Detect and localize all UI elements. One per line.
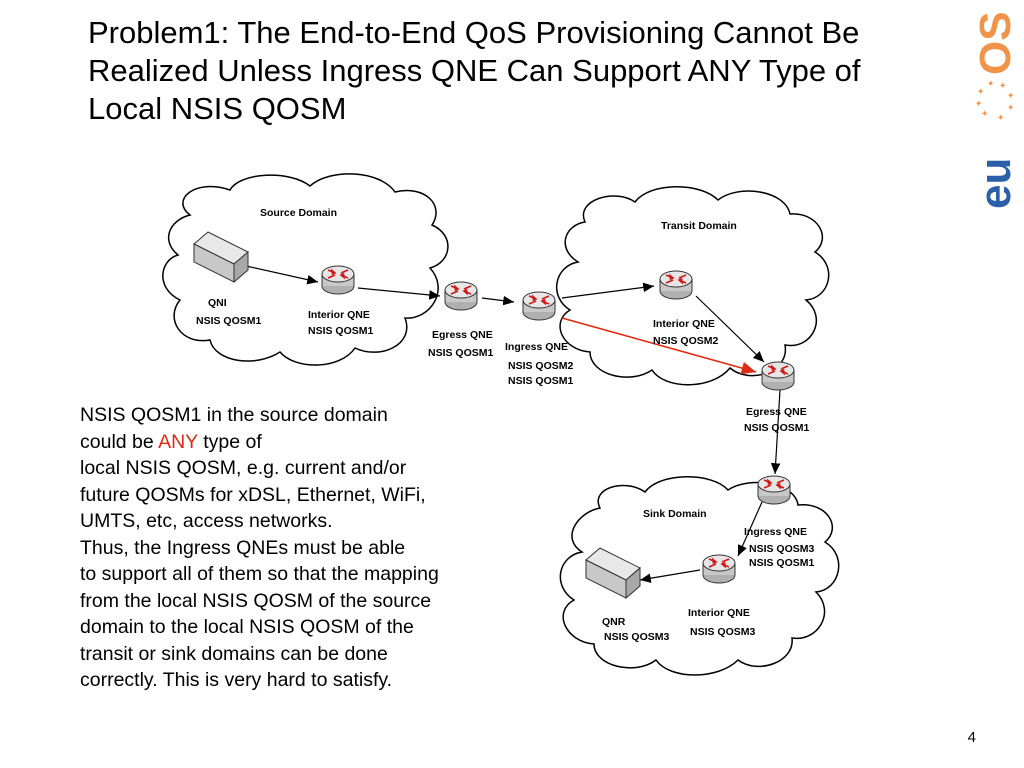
- transit-interior-label: Interior QNE: [653, 318, 715, 330]
- qnr-qosm: NSIS QOSM3: [604, 631, 670, 643]
- explanation-line: from the local NSIS QOSM of the source: [80, 589, 432, 612]
- transit-ingress-qosm-a: NSIS QOSM2: [508, 360, 574, 372]
- svg-text:✦: ✦: [987, 79, 997, 87]
- link-sink-interior-qnr: [639, 569, 701, 583]
- explanation-line: could be ANY type of: [80, 430, 262, 453]
- explanation-line: domain to the local NSIS QOSM of the: [80, 616, 414, 638]
- link-egress-sink-ingress: [770, 389, 781, 475]
- explanation-line: correctly. This is very hard to satisfy.: [80, 669, 393, 691]
- source-egress-qosm: NSIS QOSM1: [428, 347, 494, 359]
- explanation-line: local NSIS QOSM, e.g. current and/or: [80, 457, 407, 479]
- transit-ingress-qosm-b: NSIS QOSM1: [508, 375, 574, 387]
- sink-domain-cloud: [559, 476, 840, 676]
- link-qni-interior: [245, 265, 319, 285]
- transit-domain-label: Transit Domain: [661, 220, 737, 232]
- link-ingress-egress-red: [561, 317, 757, 375]
- explanation-text: NSIS QOSM1 in the source domain could be…: [80, 402, 560, 694]
- slide-title: Problem1: The End-to-End QoS Provisionin…: [88, 15, 861, 126]
- transit-ingress-router-icon: [522, 291, 556, 321]
- qni-label: QNI: [208, 297, 227, 309]
- svg-text:eu: eu: [971, 158, 1020, 209]
- link-transit-interior-egress: [695, 295, 765, 363]
- svg-text:✦: ✦: [977, 87, 987, 95]
- qni-qosm: NSIS QOSM1: [196, 315, 262, 327]
- page-number: 4: [967, 729, 976, 746]
- link-egress-ingress: [481, 295, 515, 306]
- transit-interior-qosm: NSIS QOSM2: [653, 335, 719, 347]
- source-egress-label: Egress QNE: [432, 329, 493, 341]
- link-ingress-transit-interior: [561, 282, 655, 299]
- svg-text:✦: ✦: [1007, 103, 1017, 111]
- source-interior-qosm: NSIS QOSM1: [308, 325, 374, 337]
- explanation-line: Thus, the Ingress QNEs must be able: [80, 536, 406, 559]
- explanation-line: NSIS QOSM1 in the source domain: [80, 404, 388, 426]
- source-interior-router-icon: [321, 265, 355, 295]
- explanation-line: future QOSMs for xDSL, Ethernet, WiFi,: [80, 483, 426, 506]
- source-domain-cloud: [162, 173, 449, 366]
- sink-ingress-qosm-a: NSIS QOSM3: [749, 543, 815, 555]
- sink-ingress-router-icon: [757, 475, 791, 505]
- sink-ingress-qosm-b: NSIS QOSM1: [749, 557, 815, 569]
- transit-ingress-label: Ingress QNE: [505, 341, 568, 353]
- sink-interior-qosm: NSIS QOSM3: [690, 626, 756, 638]
- svg-text:✦: ✦: [975, 99, 985, 107]
- transit-egress-router-icon: [761, 361, 795, 391]
- sink-domain-label: Sink Domain: [643, 508, 707, 520]
- transit-interior-router-icon: [659, 270, 693, 300]
- svg-text:OS: OS: [971, 11, 1020, 75]
- link-sink-ingress-interior: [737, 501, 763, 557]
- source-egress-router-icon: [444, 281, 478, 311]
- svg-text:✦: ✦: [1007, 91, 1017, 99]
- svg-text:✦: ✦: [999, 81, 1009, 89]
- sink-interior-router-icon: [702, 554, 736, 584]
- euqos-logo: eu ✦ ✦ ✦ ✦ ✦ ✦ ✦ ✦ OS: [971, 11, 1020, 209]
- explanation-line: transit or sink domains can be done: [80, 642, 388, 665]
- sink-interior-label: Interior QNE: [688, 607, 750, 619]
- qnr-label: QNR: [602, 616, 626, 628]
- explanation-line: to support all of them so that the mappi…: [80, 563, 439, 585]
- source-domain-label: Source Domain: [260, 207, 337, 219]
- any-highlight: ANY: [158, 430, 198, 453]
- explanation-line: UMTS, etc, access networks.: [80, 510, 333, 532]
- sink-ingress-label: Ingress QNE: [744, 526, 807, 538]
- transit-egress-qosm: NSIS QOSM1: [744, 422, 810, 434]
- svg-text:✦: ✦: [997, 113, 1007, 121]
- source-interior-label: Interior QNE: [308, 309, 370, 321]
- svg-text:✦: ✦: [981, 109, 991, 117]
- transit-egress-label: Egress QNE: [746, 406, 807, 418]
- link-interior-egress: [357, 287, 441, 300]
